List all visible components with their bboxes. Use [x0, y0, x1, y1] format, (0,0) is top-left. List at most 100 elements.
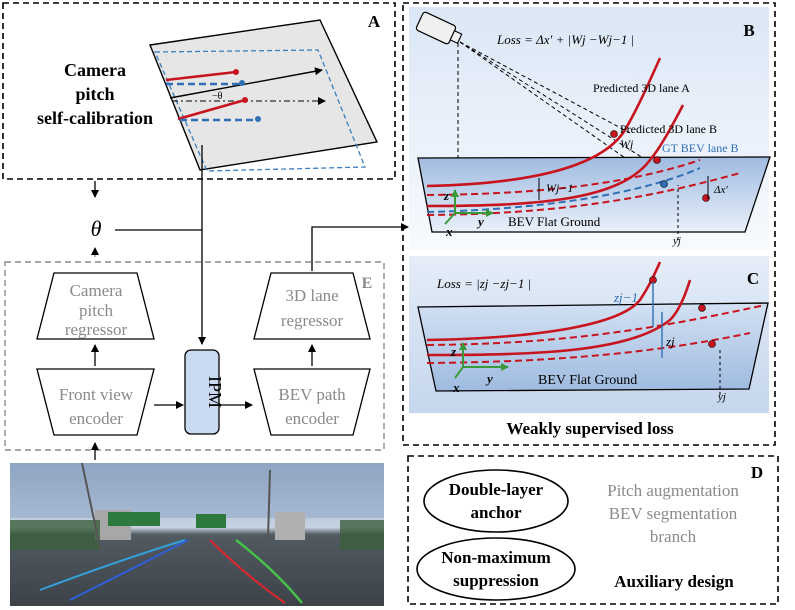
- calibration-plane-dashed: [154, 49, 366, 172]
- panel-a: A Camera pitch self-calibration −θ: [2, 2, 396, 180]
- bev-path-encoder-line-2: encoder: [285, 409, 339, 428]
- camera-pitch-regressor-line-1: Camera: [70, 281, 123, 300]
- label-ground-c: BEV Flat Ground: [538, 373, 637, 388]
- bev-path-encoder-box: [253, 368, 371, 436]
- detected-lane-1: [39, 539, 186, 591]
- camera-pitch-regressor-box: [36, 272, 155, 340]
- lane-regressor-line-1: 3D lane: [285, 286, 338, 305]
- panel-b-loss-formula: Loss = Δx′ + |Wj −Wj−1 |: [496, 32, 634, 47]
- panel-d-letter: D: [751, 463, 763, 482]
- panels-bc-border: [402, 2, 776, 446]
- ipm-box: [184, 349, 220, 435]
- bev-segmentation-line-2: branch: [650, 527, 697, 546]
- lane-lower-c: [426, 279, 692, 357]
- angle-label: −θ: [212, 91, 223, 102]
- red-lane-upper-point: [233, 69, 239, 75]
- label-z-j: zj: [665, 334, 675, 349]
- point-gt-b: [660, 180, 668, 188]
- double-layer-anchor-line-2: anchor: [471, 503, 522, 522]
- road-image: [10, 462, 384, 606]
- lane-regressor-box: [253, 272, 371, 340]
- red-lane-lower: [177, 98, 246, 121]
- double-layer-anchor-line-1: Double-layer: [449, 480, 544, 499]
- label-axis-y-c: y: [485, 371, 493, 386]
- detected-lane-2: [69, 539, 189, 601]
- panel-d-border: [407, 455, 779, 605]
- panel-a-title-line-1: Camera: [64, 60, 126, 80]
- point-lower-projected-c: [708, 340, 716, 348]
- arrow-regressor-to-loss: [311, 223, 409, 271]
- camera-icon: [415, 11, 463, 45]
- label-axis-y-b: y: [476, 214, 484, 229]
- lamp-post-left: [81, 462, 101, 549]
- panel-e: E Camera pitch regressor Front view enco…: [4, 261, 385, 451]
- panel-e-letter: E: [362, 275, 373, 292]
- label-delta-x: Δx′: [713, 184, 728, 196]
- label-predicted-lane-a: Predicted 3D lane A: [593, 81, 690, 95]
- label-yj-b: yj: [672, 235, 681, 247]
- trees-left: [10, 520, 100, 550]
- gt-bev-lane-b: [426, 167, 701, 213]
- lane-regressor-line-2: regressor: [281, 311, 344, 330]
- label-axis-z-c: z: [450, 344, 457, 359]
- panel-c-loss-formula: Loss = |zj −zj−1 |: [436, 276, 531, 291]
- blue-lane-upper-point: [239, 80, 245, 86]
- panel-a-border: [2, 2, 396, 180]
- optical-axis-arrow: [169, 67, 323, 99]
- lamp-post-right: [267, 469, 271, 541]
- front-view-encoder-line-1: Front view: [59, 385, 134, 404]
- sky-region: [10, 463, 384, 518]
- detected-lane-4: [235, 539, 303, 604]
- panel-a-title-line-3: self-calibration: [37, 108, 153, 128]
- projected-lower-c: [426, 332, 751, 364]
- non-maximum-suppression-line-1: Non-maximum: [441, 548, 551, 567]
- predicted-lane-a: [426, 57, 662, 188]
- road-sign-center: [196, 514, 226, 528]
- camera-pitch-regressor-line-3: regressor: [65, 320, 128, 339]
- road-sign-left: [108, 512, 160, 526]
- non-maximum-suppression-line-2: suppression: [453, 571, 539, 590]
- panel-e-border: [4, 261, 385, 451]
- label-axis-x-b: x: [445, 224, 453, 239]
- panel-d: D Double-layer anchor Non-maximum suppre…: [407, 455, 779, 605]
- panel-c: C Loss = |zj −zj−1 | zj−1 zj z y x BEV F…: [409, 256, 769, 413]
- detected-lane-3: [209, 539, 286, 604]
- bev-segmentation-line-1: BEV segmentation: [609, 504, 738, 523]
- non-maximum-suppression-ellipse: [416, 537, 576, 601]
- panel-c-letter: C: [747, 269, 759, 288]
- projected-lane-a: [426, 159, 701, 196]
- ipm-label: IPM: [205, 376, 225, 408]
- label-z-j-minus-1: zj−1: [613, 290, 638, 305]
- bev-path-encoder-line-1: BEV path: [278, 385, 346, 404]
- label-axis-x-c: x: [452, 380, 460, 395]
- predicted-lane-b: [426, 104, 685, 208]
- point-lane-a: [610, 130, 618, 138]
- panel-a-letter: A: [368, 12, 381, 31]
- red-lane-lower-point: [242, 97, 248, 103]
- auxiliary-design-label: Auxiliary design: [614, 572, 734, 591]
- label-ground-b: BEV Flat Ground: [508, 214, 601, 229]
- front-view-encoder-box: [36, 368, 155, 436]
- label-yj-c: yj: [717, 391, 726, 403]
- point-lane-b: [653, 156, 661, 164]
- pitch-augmentation-label: Pitch augmentation: [607, 481, 739, 500]
- label-wj: Wj: [620, 137, 634, 151]
- red-lane-upper: [165, 70, 237, 82]
- axis-x-arrow-c: [454, 366, 464, 379]
- label-gt-bev-lane-b: GT BEV lane B: [662, 141, 739, 155]
- panel-b-letter: B: [743, 21, 754, 40]
- label-predicted-lane-b: Predicted 3D lane B: [620, 122, 717, 136]
- calibration-plane: [149, 19, 379, 171]
- label-axis-z-b: z: [443, 188, 450, 203]
- camera-pitch-regressor-line-2: pitch: [79, 301, 113, 320]
- weakly-supervised-label: Weakly supervised loss: [506, 419, 674, 438]
- panel-a-title-line-2: pitch: [75, 84, 114, 104]
- point-upper-projected-c: [698, 304, 706, 312]
- axis-x-arrow-b: [444, 212, 456, 225]
- double-layer-anchor-ellipse: [423, 469, 569, 533]
- projected-upper-c: [426, 304, 766, 346]
- building-right: [275, 512, 305, 540]
- panel-b: B Loss = Δx′ + |Wj −Wj−1 | Predicted 3D …: [409, 7, 771, 250]
- label-wj-minus-1: Wj−1: [546, 181, 573, 195]
